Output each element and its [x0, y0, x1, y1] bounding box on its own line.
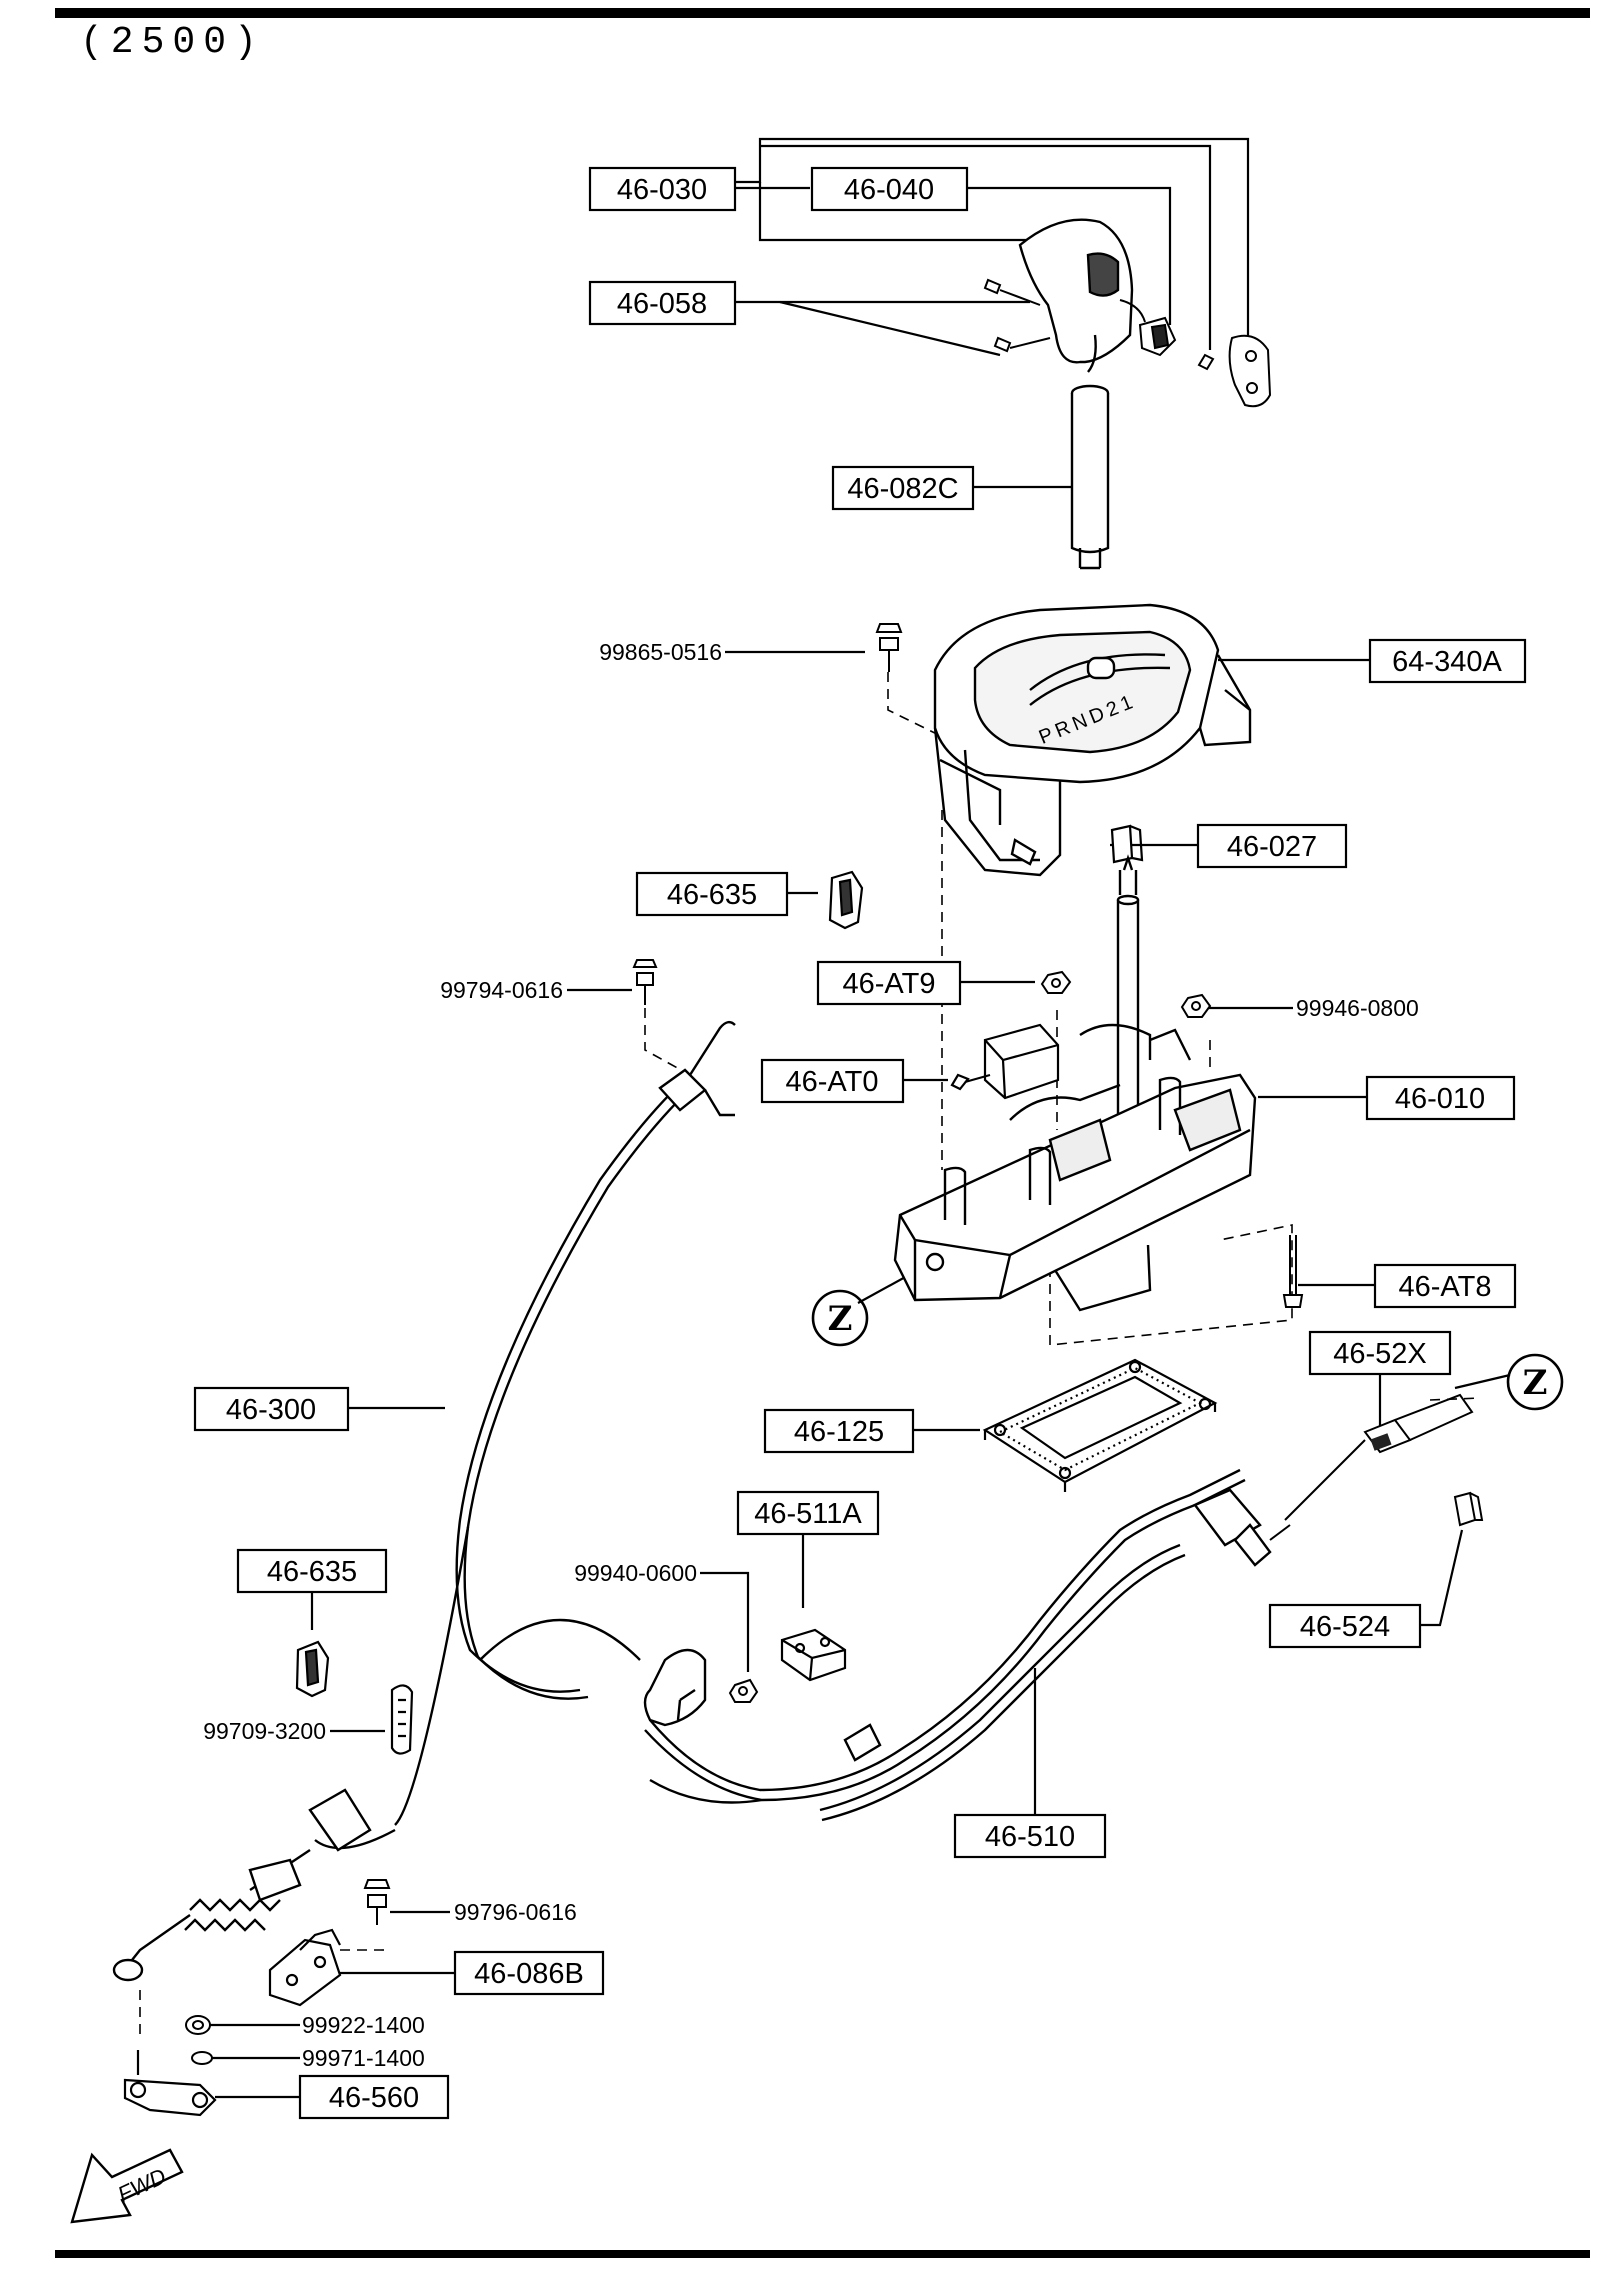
callout-46-52X: 46-52X	[1333, 1338, 1427, 1370]
part-number-labels: 99865-0516 99794-0616 99946-0800 99940-0…	[203, 639, 1419, 2071]
callout-46-125: 46-125	[794, 1416, 884, 1448]
clip-46-635-bottom	[295, 1640, 330, 1698]
callout-46-AT0: 46-AT0	[786, 1066, 879, 1098]
z-marker-left-label: Z	[828, 1299, 853, 1339]
nut-99940-0600	[728, 1678, 759, 1703]
callout-boxes	[193, 166, 1527, 2120]
knob-screws	[983, 278, 1215, 371]
clip-46-027	[1110, 824, 1144, 864]
lever-46-560	[123, 2050, 217, 2117]
nut-46-AT9	[1040, 970, 1072, 994]
callout-46-524: 46-524	[1300, 1611, 1390, 1643]
callout-46-511A: 46-511A	[754, 1498, 862, 1530]
connector-46-524	[1453, 1491, 1484, 1527]
callout-46-AT8: 46-AT8	[1399, 1271, 1492, 1303]
nut-99946-0800	[1180, 993, 1212, 1018]
callout-46-027: 46-027	[1227, 831, 1317, 863]
sensor-46-52X	[1269, 1393, 1474, 1541]
part-99865-0516: 99865-0516	[599, 639, 722, 665]
washer-99971-1400	[191, 2051, 213, 2065]
callout-46-086B: 46-086B	[474, 1958, 584, 1990]
indicator-panel	[933, 603, 1252, 877]
callout-labels: 46-030 46-040 46-058 46-082C 64-340A 46-…	[226, 174, 1503, 2114]
callout-46-300: 46-300	[226, 1394, 316, 1426]
nut-99922-1400	[185, 2015, 211, 2035]
part-99709-3200: 99709-3200	[203, 1718, 326, 1744]
shifter-base-46-010	[893, 854, 1257, 1312]
z-marker-left	[811, 1289, 869, 1347]
bottom-rule	[55, 2250, 1590, 2258]
fwd-arrow-icon	[70, 2148, 184, 2224]
callout-46-040: 46-040	[844, 174, 934, 206]
knob-sleeve	[1070, 384, 1110, 570]
bolt-99796-0616	[363, 1879, 391, 1925]
callout-46-058: 46-058	[617, 288, 707, 320]
part-99922-1400: 99922-1400	[302, 2012, 425, 2038]
callout-46-510: 46-510	[985, 1821, 1075, 1853]
bracket-46-086B	[268, 1928, 342, 2007]
leader-lines	[205, 137, 1511, 2099]
shift-knob	[1018, 218, 1134, 373]
callout-64-340A: 64-340A	[1392, 646, 1502, 678]
bracket-46-511A	[780, 1628, 847, 1682]
callout-46-AT9: 46-AT9	[843, 968, 936, 1000]
part-99940-0600: 99940-0600	[574, 1560, 697, 1586]
solenoid-46-AT0	[950, 1023, 1060, 1100]
select-cable-46-510	[479, 1468, 1272, 1822]
shift-cable-46-300	[112, 1020, 736, 1982]
part-99971-1400: 99971-1400	[302, 2045, 425, 2071]
part-99796-0616: 99796-0616	[454, 1899, 577, 1925]
gasket-46-125	[982, 1358, 1218, 1492]
part-99794-0616: 99794-0616	[440, 977, 563, 1003]
clip-46-635-top	[828, 870, 864, 930]
callout-46-030: 46-030	[617, 174, 707, 206]
top-rule	[55, 8, 1590, 18]
callout-46-560: 46-560	[329, 2082, 419, 2114]
knob-button	[1119, 299, 1177, 357]
callout-46-010: 46-010	[1395, 1083, 1485, 1115]
part-99946-0800: 99946-0800	[1296, 995, 1419, 1021]
screw-46-AT8	[1282, 1235, 1304, 1308]
indicator-screw	[875, 623, 903, 672]
callout-46-635-top: 46-635	[667, 879, 757, 911]
bolt-99794-0616	[632, 959, 658, 1005]
model-label: (2500)	[80, 21, 265, 64]
z-marker-right-label: Z	[1523, 1363, 1548, 1403]
clip-99709-3200	[390, 1684, 414, 1755]
callout-46-082C: 46-082C	[847, 473, 958, 505]
z-marker-right	[1506, 1353, 1564, 1411]
knob-escutcheon	[1228, 334, 1272, 408]
callout-46-635-bottom: 46-635	[267, 1556, 357, 1588]
